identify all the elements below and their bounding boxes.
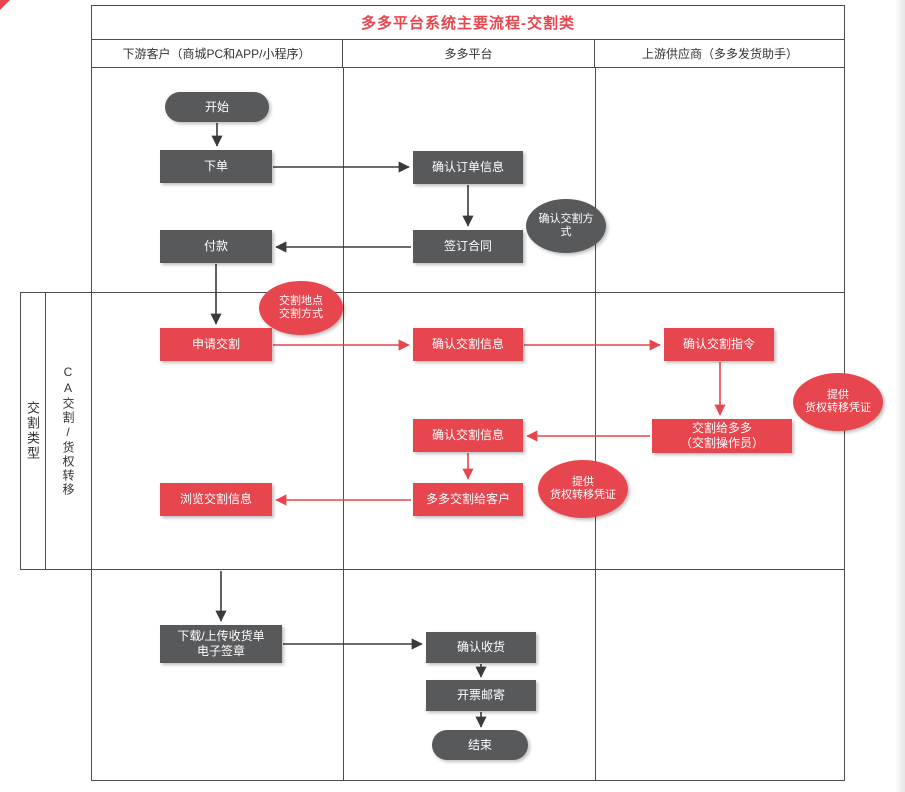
corner-mark xyxy=(0,0,10,10)
title-bar: 多多平台系统主要流程-交割类 xyxy=(91,5,845,40)
note-provide-transfer-cert-platform: 提供 货权转移凭证 xyxy=(538,460,628,518)
node-download-upload-receipt: 下载/上传收货单 电子签章 xyxy=(160,625,282,663)
node-end: 结束 xyxy=(432,730,528,760)
node-confirm-order-info: 确认订单信息 xyxy=(413,151,523,184)
band-divider xyxy=(45,292,46,570)
node-invoice-mailing: 开票邮寄 xyxy=(426,680,536,711)
node-sign-contract: 签订合同 xyxy=(413,230,523,263)
node-confirm-delivery-info-1: 确认交割信息 xyxy=(413,328,523,361)
note-provide-transfer-cert-supplier: 提供 货权转移凭证 xyxy=(793,373,883,431)
node-apply-delivery: 申请交割 xyxy=(160,328,272,361)
node-confirm-receipt: 确认收货 xyxy=(426,632,536,663)
page-title: 多多平台系统主要流程-交割类 xyxy=(361,14,575,32)
node-confirm-delivery-instruction: 确认交割指令 xyxy=(664,328,774,361)
node-pay: 付款 xyxy=(160,230,272,263)
band-label-subcategory: CA交割/货权转移 xyxy=(61,365,75,497)
lane-header-supplier: 上游供应商（多多发货助手） xyxy=(595,40,845,68)
node-confirm-delivery-info-2: 确认交割信息 xyxy=(413,419,523,452)
lane-header-platform: 多多平台 xyxy=(343,40,595,68)
note-delivery-place-method: 交割地点 交割方式 xyxy=(259,281,343,335)
node-deliver-to-duoduo: 交割给多多 （交割操作员） xyxy=(652,419,792,453)
node-start: 开始 xyxy=(165,92,269,122)
page-edge-shadow xyxy=(895,0,905,792)
delivery-type-band xyxy=(20,292,845,570)
lane-divider-1 xyxy=(343,68,344,781)
node-browse-delivery-info: 浏览交割信息 xyxy=(160,483,272,516)
lane-header-customer: 下游客户（商城PC和APP/小程序） xyxy=(91,40,343,68)
band-label-category: 交割类型 xyxy=(25,401,40,461)
lane-divider-2 xyxy=(595,68,596,781)
note-confirm-delivery-method: 确认交割方式 xyxy=(526,199,606,253)
node-place-order: 下单 xyxy=(160,150,272,183)
node-duoduo-deliver-to-customer: 多多交割给客户 xyxy=(413,483,523,516)
